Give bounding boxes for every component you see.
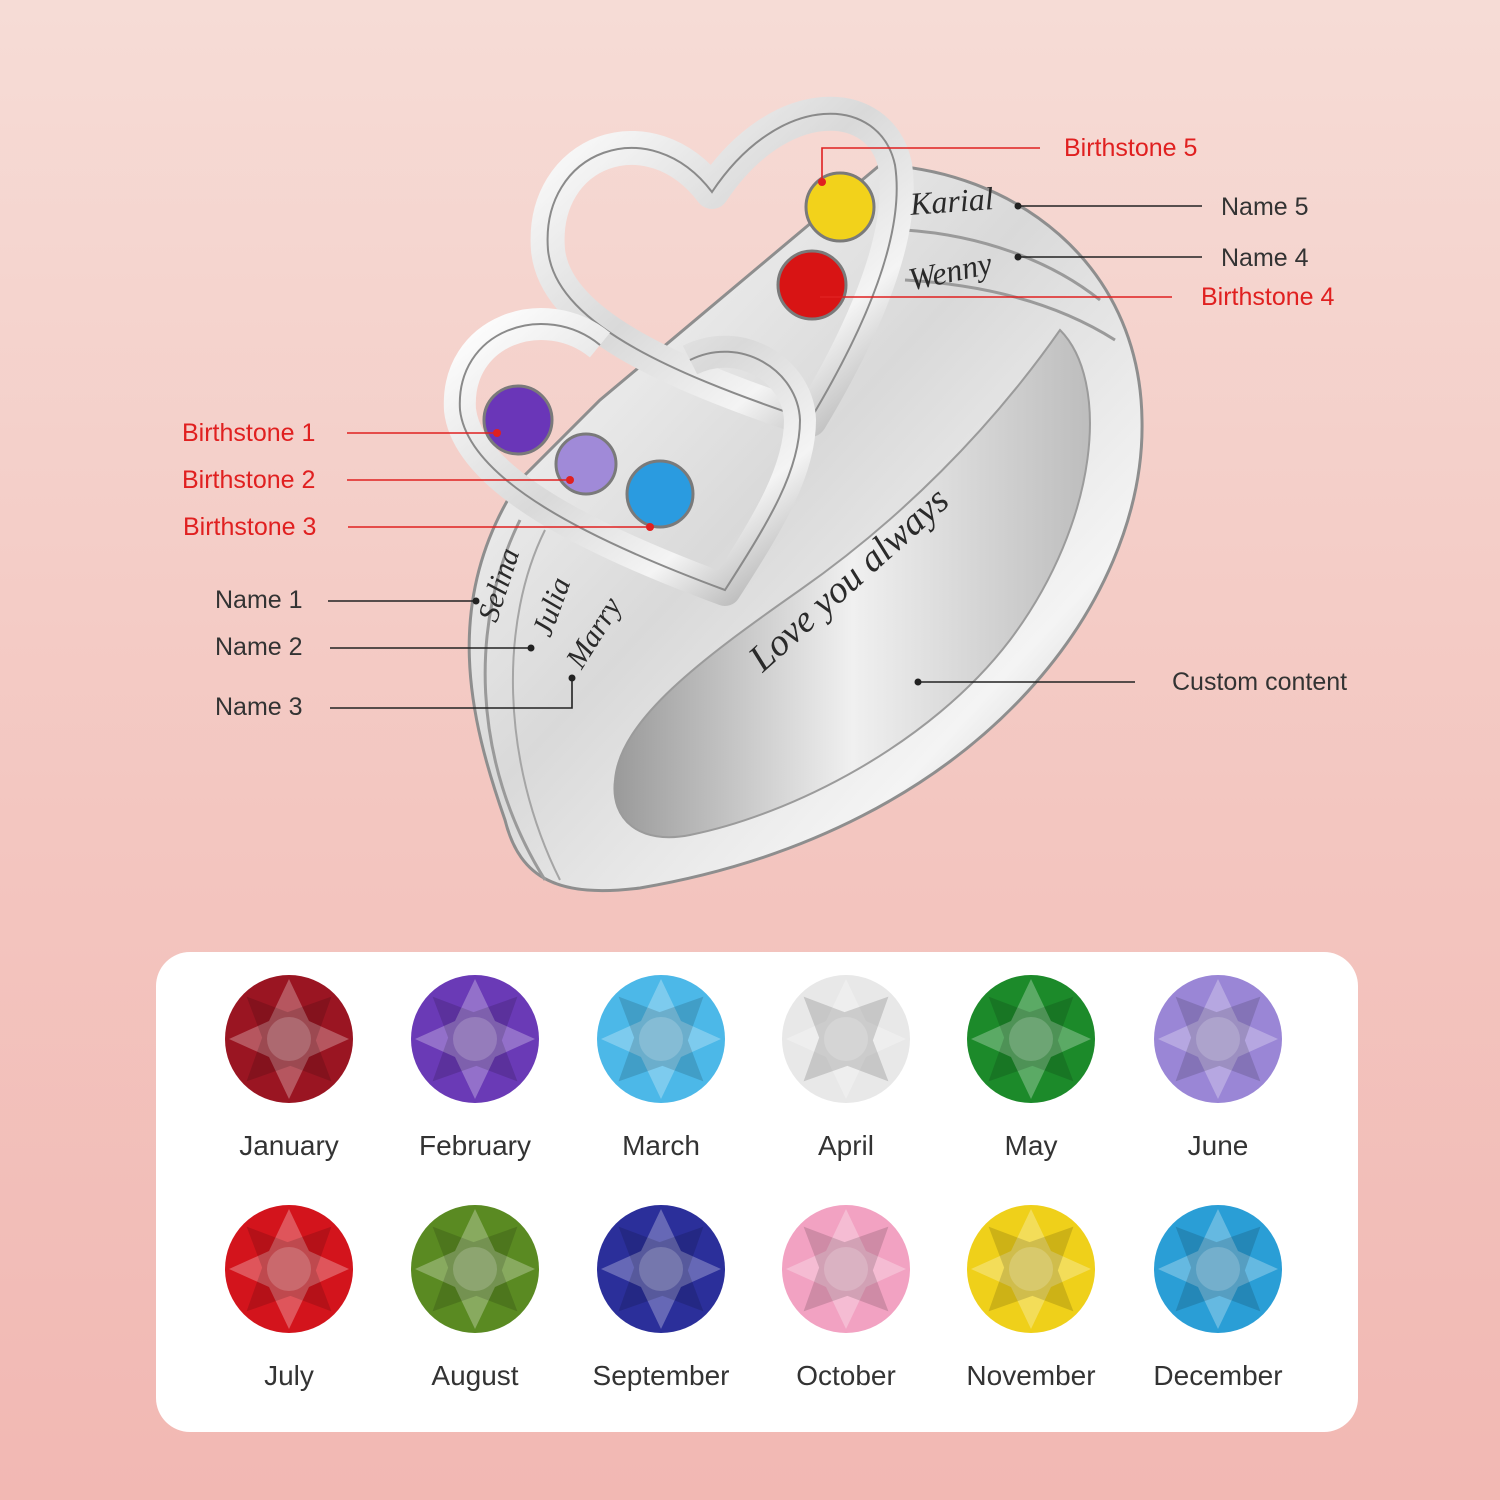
birthstone-7: July xyxy=(194,1202,384,1392)
birthstone-2: February xyxy=(380,972,570,1162)
callout-name-4: Name 4 xyxy=(1221,244,1309,272)
shank-groove xyxy=(904,278,1116,342)
ring-stone-5 xyxy=(804,171,876,243)
shank-groove xyxy=(511,529,561,881)
birthstone-9: September xyxy=(566,1202,756,1392)
callout-name-5: Name 5 xyxy=(1221,193,1309,221)
birthstone-4: April xyxy=(751,972,941,1162)
gem-icon xyxy=(967,975,1095,1103)
gem-icon xyxy=(225,975,353,1103)
callout-name-1: Name 1 xyxy=(215,586,303,614)
month-label: March xyxy=(622,1130,700,1161)
month-label: November xyxy=(966,1360,1096,1391)
month-label: February xyxy=(418,1130,532,1161)
callout-lines xyxy=(328,147,1202,709)
month-label: December xyxy=(1153,1360,1283,1391)
callout-birthstone-4: Birthstone 4 xyxy=(1201,283,1335,311)
engraving-name-5: Karial xyxy=(908,180,995,222)
callout-birthstone-5: Birthstone 5 xyxy=(1064,134,1198,162)
month-label: October xyxy=(796,1360,896,1391)
birthstone-10: October xyxy=(751,1202,941,1392)
callout-custom-content: Custom content xyxy=(1172,668,1348,696)
gem-icon xyxy=(597,1205,725,1333)
shank-groove xyxy=(483,519,547,881)
birthstone-6: June xyxy=(1123,972,1313,1162)
birthstone-8: August xyxy=(380,1202,570,1392)
month-label: May xyxy=(1004,1130,1058,1161)
gem-icon xyxy=(411,1205,539,1333)
ring-stone-1 xyxy=(482,384,554,456)
gem-icon xyxy=(782,975,910,1103)
callout-birthstone-3: Birthstone 3 xyxy=(183,513,317,541)
birthstone-3: March xyxy=(566,972,756,1162)
birthstone-5: May xyxy=(936,972,1126,1162)
gem-icon xyxy=(967,1205,1095,1333)
ring-illustration xyxy=(328,96,1202,893)
callout-birthstone-1: Birthstone 1 xyxy=(182,419,316,447)
ring-stone-3 xyxy=(625,459,695,529)
callout-name-2: Name 2 xyxy=(215,633,303,661)
month-label: June xyxy=(1187,1130,1249,1161)
shank-groove xyxy=(904,228,1101,302)
gem-icon xyxy=(225,1205,353,1333)
gem-icon xyxy=(411,975,539,1103)
month-label: April xyxy=(817,1130,874,1161)
birthstone-1: January xyxy=(194,972,384,1162)
callout-name-3: Name 3 xyxy=(215,693,303,721)
gem-icon xyxy=(1154,1205,1282,1333)
gem-icon xyxy=(1154,975,1282,1103)
month-label: January xyxy=(239,1130,339,1161)
ring-band xyxy=(467,163,1144,893)
month-label: July xyxy=(264,1360,314,1391)
small-heart-outline xyxy=(458,323,802,592)
gem-icon xyxy=(782,1205,910,1333)
birthstone-12: December xyxy=(1123,1202,1313,1392)
ring-stone-2 xyxy=(554,432,618,496)
birthstone-11: November xyxy=(936,1202,1126,1392)
callout-birthstone-2: Birthstone 2 xyxy=(182,466,316,494)
month-label: September xyxy=(592,1360,730,1391)
month-label: August xyxy=(431,1360,519,1391)
ring-stone-4 xyxy=(776,249,848,321)
ring-band-inner xyxy=(613,328,1091,839)
gem-icon xyxy=(597,975,725,1103)
